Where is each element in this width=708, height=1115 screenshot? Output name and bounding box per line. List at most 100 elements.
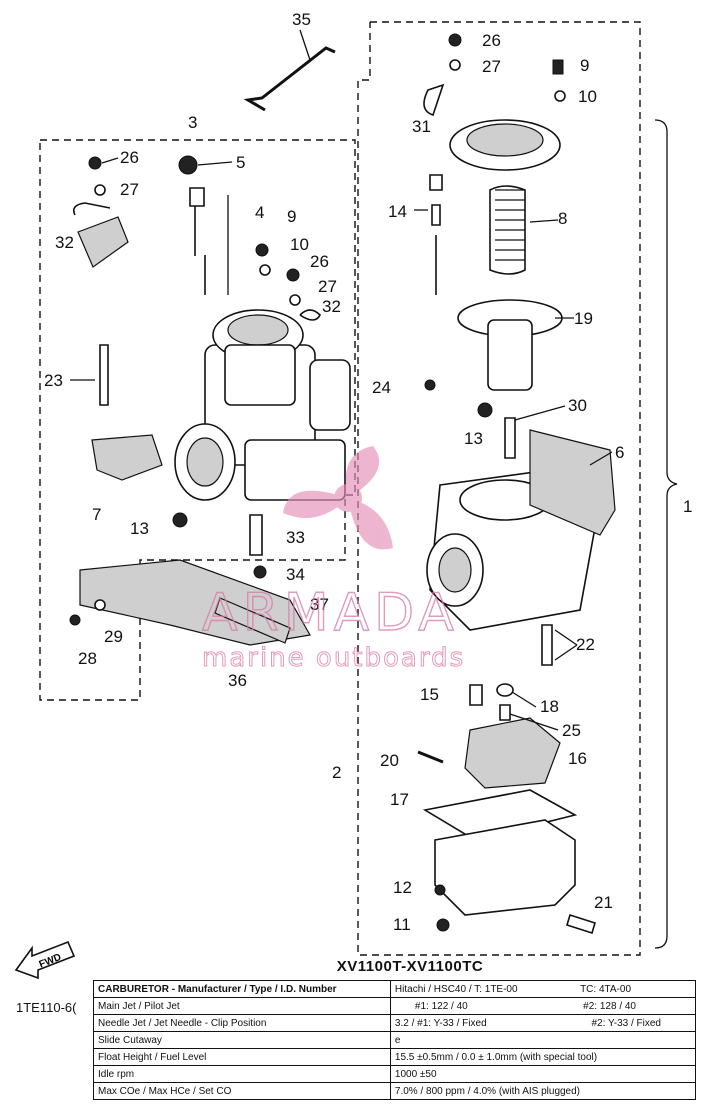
float-bowl [434, 819, 576, 916]
spec-label: Main Jet / Pilot Jet [93, 997, 391, 1015]
model-title: XV1100T-XV1100TC [336, 958, 484, 975]
drawing-code: 1TE110-6( [16, 1000, 77, 1015]
spec-value-left: #1: 122 / 40 [414, 1000, 468, 1012]
bracket-left [77, 216, 129, 268]
screw-9-right [552, 59, 564, 75]
callout: 30 [568, 396, 587, 415]
callout: 28 [78, 649, 97, 668]
table-row: Max COe / Max HCe / Set CO 7.0% / 800 pp… [93, 1082, 697, 1100]
assembly-3-box [39, 139, 356, 701]
callout: 9 [287, 207, 296, 226]
washer-27-left [94, 184, 106, 196]
jet-15 [469, 684, 483, 706]
callout: 32 [55, 233, 74, 252]
spring-8 [495, 189, 525, 261]
washer-27-mid [289, 294, 301, 306]
washer-10-left [259, 264, 271, 276]
drain-screw-21 [566, 913, 596, 935]
spec-value-left: Hitachi / HSC40 / T: 1TE-00 [394, 983, 518, 995]
callout: 37 [310, 595, 329, 614]
spec-value-left: 3.2 / #1: Y-33 / Fixed [394, 1017, 487, 1029]
clip-32-left [72, 202, 111, 216]
callout: 11 [393, 915, 411, 934]
table-row: CARBURETOR - Manufacturer / Type / I.D. … [93, 980, 697, 998]
callout: 32 [322, 297, 341, 316]
callout: 2 [332, 763, 341, 782]
screw-26-right [448, 33, 462, 47]
screw-26-mid [286, 268, 300, 282]
callout: 24 [372, 378, 391, 397]
spec-value: 1000 ±50 [389, 1065, 697, 1083]
fwd-arrow-icon: FWD [14, 940, 76, 980]
callout-labels: 35 3 26 27 32 5 4 9 10 26 27 32 23 7 13 … [44, 10, 692, 934]
screw-26-left [88, 156, 102, 170]
callout: 7 [92, 505, 101, 524]
spec-value-left: 7.0% / 800 ppm / 4.0% (with AIS plugged) [394, 1085, 581, 1097]
spec-label: CARBURETOR - Manufacturer / Type / I.D. … [93, 980, 391, 998]
sync-spring-36-37 [214, 597, 291, 644]
screw-22 [541, 624, 553, 666]
callout: 9 [580, 56, 589, 75]
callout: 15 [420, 685, 439, 704]
callout: 13 [130, 519, 149, 538]
callout: 21 [594, 893, 613, 912]
callout: 18 [540, 697, 559, 716]
callout: 23 [44, 371, 63, 390]
link-rod-35 [243, 46, 336, 112]
callout: 12 [393, 878, 412, 897]
cap-34 [253, 565, 267, 579]
float-16 [464, 717, 561, 789]
callout: 27 [482, 57, 501, 76]
callout: 20 [380, 751, 399, 770]
carburetor-spec-table: CARBURETOR - Manufacturer / Type / I.D. … [93, 980, 697, 1100]
callout: 17 [390, 790, 409, 809]
clip-31 [423, 83, 445, 117]
washer-10-right [554, 90, 566, 102]
screw-24 [424, 379, 436, 391]
needle-14 [429, 174, 443, 295]
washer-29 [94, 599, 106, 611]
jet-25 [499, 704, 511, 721]
callout: 34 [286, 565, 305, 584]
callout: 14 [388, 202, 407, 221]
callout: 1 [683, 497, 692, 516]
callout: 26 [310, 252, 329, 271]
pilot-screw-33 [249, 514, 263, 556]
spring-screw-23 [99, 344, 109, 406]
assembly-2-box [357, 21, 641, 956]
spec-value: #1: 122 / 40 #2: 128 / 40 [389, 997, 697, 1015]
throttle-lever-7 [91, 434, 163, 481]
spec-value-left: 1000 ±50 [394, 1068, 437, 1080]
callout: 16 [568, 749, 587, 768]
spec-label: Float Height / Fuel Level [93, 1048, 391, 1066]
spec-value: 7.0% / 800 ppm / 4.0% (with AIS plugged) [389, 1082, 697, 1100]
table-row: Slide Cutaway e [93, 1031, 697, 1049]
screw-28 [69, 614, 81, 626]
callout: 25 [562, 721, 581, 740]
screw-11 [436, 918, 450, 932]
spec-label: Slide Cutaway [93, 1031, 391, 1049]
spec-value-left: 15.5 ±0.5mm / 0.0 ± 1.0mm (with special … [394, 1051, 598, 1063]
assembly-1-bracket [654, 119, 678, 949]
callout: 13 [464, 429, 483, 448]
leader-lines [70, 29, 613, 731]
spec-label: Max COe / Max HCe / Set CO [93, 1082, 391, 1100]
spec-value: e [389, 1031, 697, 1049]
spec-label: Needle Jet / Jet Needle - Clip Position [93, 1014, 391, 1032]
screw-9-left [255, 243, 269, 257]
callout: 33 [286, 528, 305, 547]
table-row: Float Height / Fuel Level 15.5 ±0.5mm / … [93, 1048, 697, 1066]
callout: 8 [558, 209, 567, 228]
callout: 10 [578, 87, 597, 106]
spec-value: 3.2 / #1: Y-33 / Fixed#2: Y-33 / Fixed [389, 1014, 697, 1032]
callout: 3 [188, 113, 197, 132]
cap-5 [178, 155, 198, 175]
table-row: Needle Jet / Jet Needle - Clip Position … [93, 1014, 697, 1032]
spec-value: 15.5 ±0.5mm / 0.0 ± 1.0mm (with special … [389, 1048, 697, 1066]
callout: 19 [574, 309, 593, 328]
callout: 26 [120, 148, 139, 167]
left-carburetor-body [174, 309, 351, 501]
spec-label: Idle rpm [93, 1065, 391, 1083]
spec-value-right: #2: 128 / 40 [583, 1000, 636, 1012]
